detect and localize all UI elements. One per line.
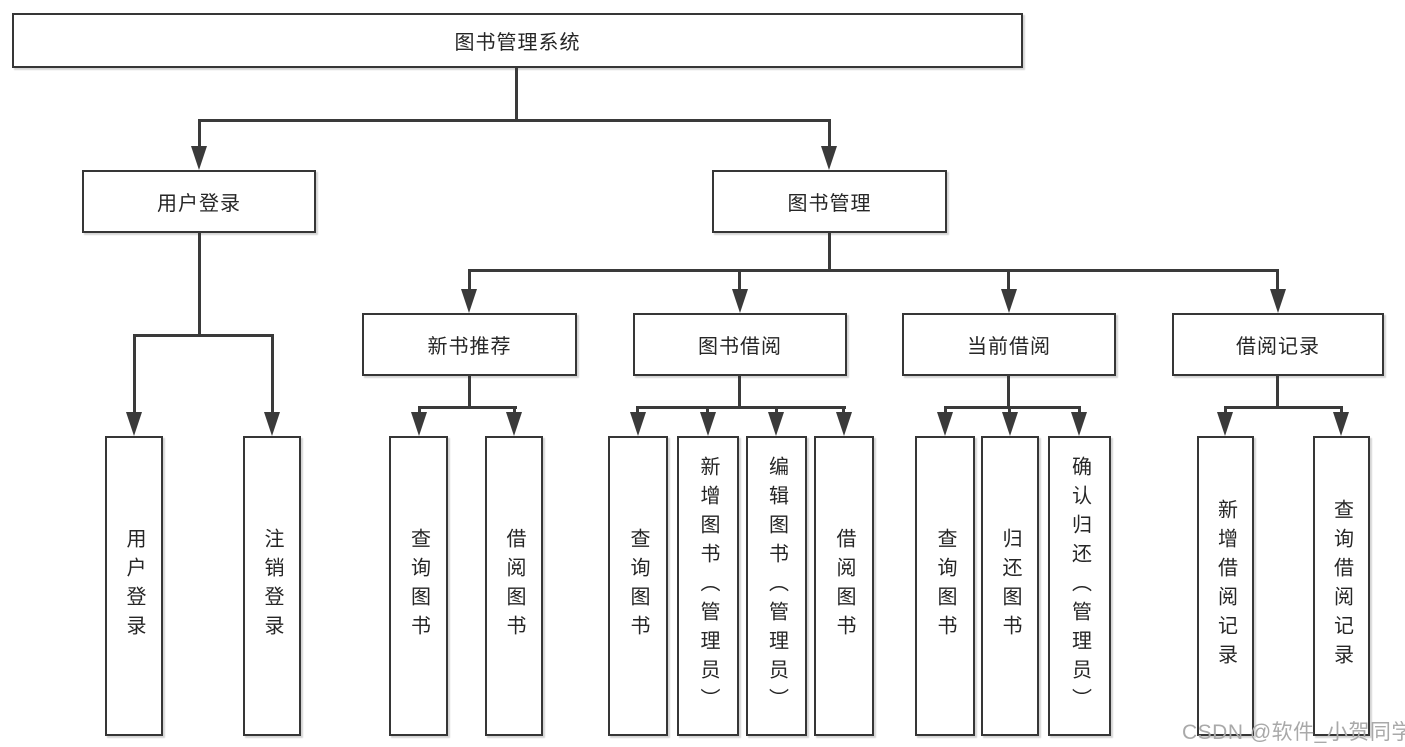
arrowhead-leaf-logout-icon xyxy=(264,412,280,436)
connector-b2-stem xyxy=(513,406,516,415)
node-user-login: 用户登录 xyxy=(82,170,316,233)
leaf-user-login: 用户登录 xyxy=(105,436,163,736)
connector-c4-stem xyxy=(842,406,845,415)
connector-book-mgmt-stem xyxy=(828,119,831,148)
node-borrowing-records-label: 借阅记录 xyxy=(1236,336,1320,358)
leaf-return-book: 归还图书 xyxy=(981,436,1039,736)
arrowhead-d2-icon xyxy=(1002,412,1018,436)
connector-e1-stem xyxy=(1224,406,1227,415)
node-new-book-recommend-label: 新书推荐 xyxy=(427,336,512,358)
leaf-borrow-books-recommend: 借阅图书 xyxy=(485,436,543,736)
arrowhead-user-login-icon xyxy=(191,146,207,170)
leaf-query-books-recommend-label: 查询图书 xyxy=(407,528,430,644)
node-root: 图书管理系统 xyxy=(12,13,1023,68)
leaf-user-login-label: 用户登录 xyxy=(123,528,145,644)
node-book-borrowing: 图书借阅 xyxy=(633,313,847,376)
arrowhead-c2-icon xyxy=(700,412,716,436)
leaf-add-book-admin-label: 新增图书（管理员） xyxy=(697,455,719,717)
connector-d2-stem xyxy=(1008,406,1011,415)
leaf-add-borrow-record-label: 新增借阅记录 xyxy=(1214,499,1237,673)
node-borrowing-records: 借阅记录 xyxy=(1172,313,1384,376)
leaf-edit-book-admin-label: 编辑图书（管理员） xyxy=(765,455,788,717)
connector-user-login-stem xyxy=(198,119,201,148)
arrowhead-book-mgmt-icon xyxy=(821,146,837,170)
connector-borrow-records-rail xyxy=(1224,406,1343,409)
csdn-watermark: CSDN @软件_小贺同学 xyxy=(1182,721,1405,744)
node-book-borrowing-label: 图书借阅 xyxy=(698,336,782,358)
leaf-borrow-books-borrowing: 借阅图书 xyxy=(814,436,874,736)
connector-user-login-down xyxy=(198,232,201,337)
node-current-borrowing: 当前借阅 xyxy=(902,313,1116,376)
leaf-add-book-admin: 新增图书（管理员） xyxy=(677,436,739,736)
connector-d3-stem xyxy=(1078,406,1081,415)
connector-leaf-logout-stem xyxy=(271,334,274,415)
leaf-query-books-borrowing-label: 查询图书 xyxy=(627,528,649,644)
arrowhead-b2-icon xyxy=(506,412,522,436)
connector-book-borrow-stem xyxy=(738,269,741,292)
connector-current-borrow-stem xyxy=(1007,269,1010,292)
connector-current-borrow-rail xyxy=(944,406,1081,409)
arrowhead-new-book-icon xyxy=(461,289,477,313)
leaf-query-books-current: 查询图书 xyxy=(915,436,975,736)
leaf-borrow-books-recommend-label: 借阅图书 xyxy=(503,528,525,644)
connector-c1-stem xyxy=(636,406,639,415)
connector-b1-stem xyxy=(418,406,421,415)
connector-user-login-rail xyxy=(133,334,274,337)
arrowhead-c4-icon xyxy=(836,412,852,436)
node-current-borrowing-label: 当前借阅 xyxy=(967,336,1051,358)
arrowhead-current-borrow-icon xyxy=(1001,289,1017,313)
arrowhead-c1-icon xyxy=(630,412,646,436)
arrowhead-e1-icon xyxy=(1217,412,1233,436)
connector-new-book-rail xyxy=(418,406,517,409)
arrowhead-b1-icon xyxy=(411,412,427,436)
connector-level3-rail xyxy=(468,269,1279,272)
node-user-login-label: 用户登录 xyxy=(157,193,241,215)
leaf-add-borrow-record: 新增借阅记录 xyxy=(1197,436,1254,736)
leaf-edit-book-admin: 编辑图书（管理员） xyxy=(746,436,807,736)
connector-d1-stem xyxy=(944,406,947,415)
leaf-confirm-return-admin-label: 确认归还（管理员） xyxy=(1068,455,1091,717)
leaf-confirm-return-admin: 确认归还（管理员） xyxy=(1048,436,1111,736)
connector-borrow-records-stem xyxy=(1276,269,1279,292)
arrowhead-e2-icon xyxy=(1333,412,1349,436)
connector-new-book-down xyxy=(468,375,471,409)
leaf-logout: 注销登录 xyxy=(243,436,301,736)
arrowhead-borrow-records-icon xyxy=(1270,289,1286,313)
leaf-query-books-current-label: 查询图书 xyxy=(934,528,956,644)
arrowhead-leaf-user-login-icon xyxy=(126,412,142,436)
connector-book-mgmt-down xyxy=(828,232,831,272)
node-new-book-recommend: 新书推荐 xyxy=(362,313,577,376)
connector-borrow-records-down xyxy=(1276,375,1279,409)
leaf-borrow-books-borrowing-label: 借阅图书 xyxy=(833,528,855,644)
arrowhead-book-borrow-icon xyxy=(732,289,748,313)
leaf-return-book-label: 归还图书 xyxy=(999,528,1021,644)
node-root-label: 图书管理系统 xyxy=(454,32,581,54)
node-book-management-label: 图书管理 xyxy=(787,193,872,215)
node-book-management: 图书管理 xyxy=(712,170,947,233)
leaf-logout-label: 注销登录 xyxy=(261,528,283,644)
connector-level1-rail xyxy=(198,119,831,122)
arrowhead-d1-icon xyxy=(937,412,953,436)
connector-new-book-stem xyxy=(468,269,471,292)
connector-c3-stem xyxy=(775,406,778,415)
leaf-query-borrow-record: 查询借阅记录 xyxy=(1313,436,1370,736)
connector-book-borrow-down xyxy=(738,375,741,409)
leaf-query-borrow-record-label: 查询借阅记录 xyxy=(1330,499,1353,673)
connector-current-borrow-down xyxy=(1007,375,1010,409)
leaf-query-books-recommend: 查询图书 xyxy=(389,436,448,736)
connector-c2-stem xyxy=(706,406,709,415)
connector-e2-stem xyxy=(1340,406,1343,415)
arrowhead-d3-icon xyxy=(1071,412,1087,436)
arrowhead-c3-icon xyxy=(768,412,784,436)
leaf-query-books-borrowing: 查询图书 xyxy=(608,436,668,736)
connector-root-stem xyxy=(515,68,518,122)
connector-leaf-user-login-stem xyxy=(133,334,136,415)
connector-book-borrow-rail xyxy=(636,406,846,409)
